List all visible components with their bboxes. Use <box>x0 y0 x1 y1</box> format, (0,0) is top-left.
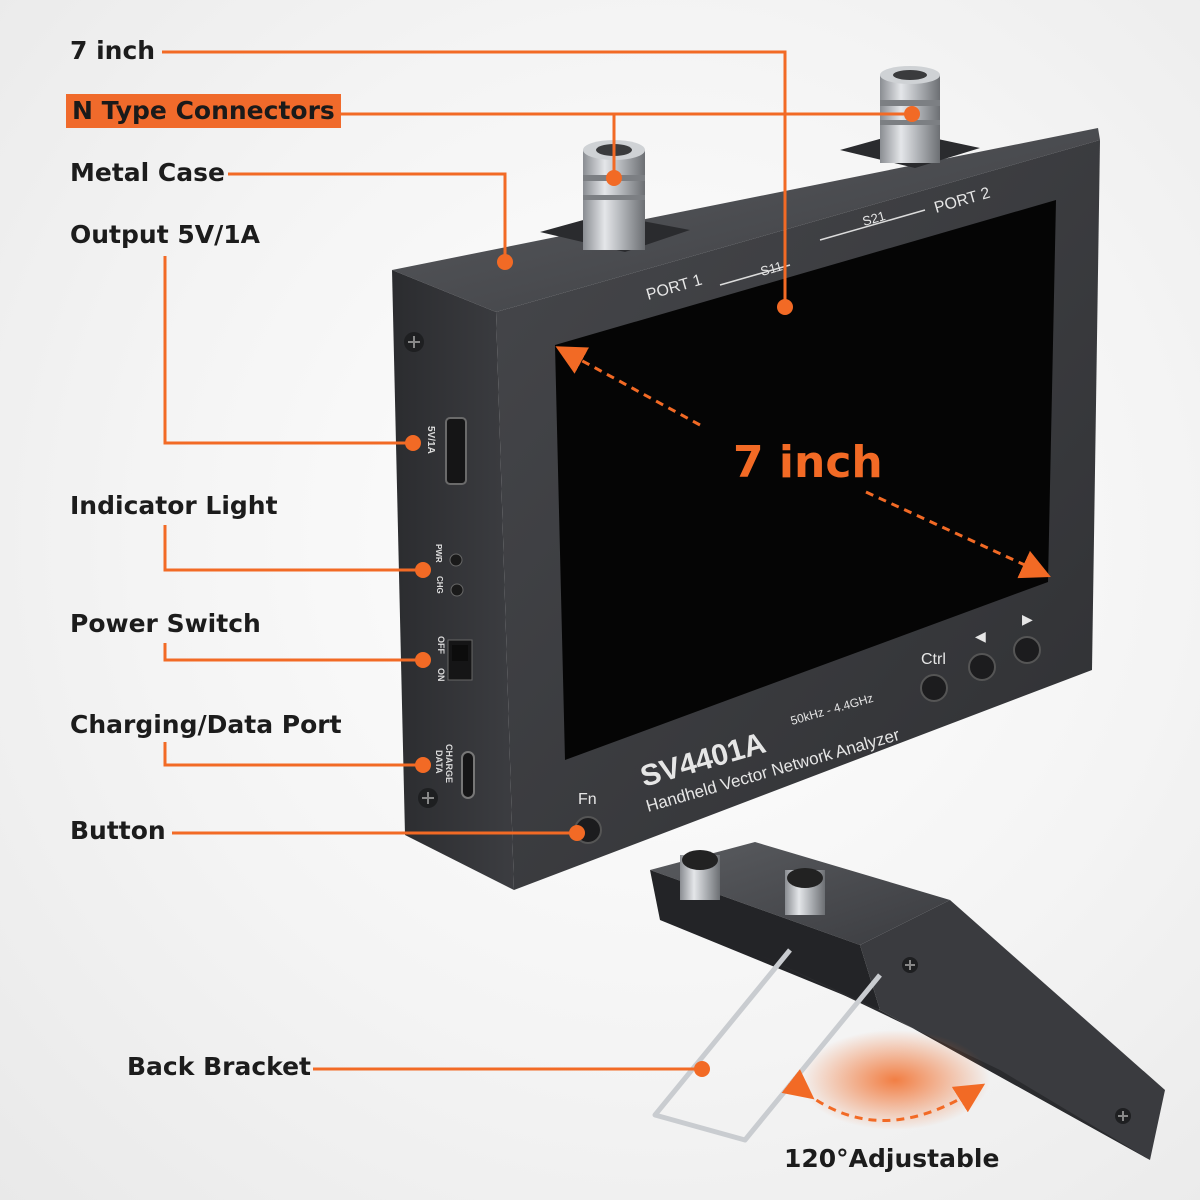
rear-screw-2 <box>1115 1108 1131 1124</box>
rear-side-face <box>650 870 880 1010</box>
s11-arrow <box>719 264 791 286</box>
rear-back-face <box>860 900 1165 1160</box>
fn-label: Fn <box>578 791 597 808</box>
line-metal-case <box>228 172 507 260</box>
callout-indicator-light: Indicator Light <box>70 491 278 520</box>
screen-size-text: 7 inch <box>733 437 883 488</box>
dot-indicator <box>415 562 431 578</box>
callout-charging-port: Charging/Data Port <box>70 710 342 739</box>
adjust-angle-arrow <box>781 1069 986 1122</box>
device-top-face <box>392 128 1100 312</box>
angle-glow <box>800 1030 990 1130</box>
off-side-label: OFF <box>436 636 446 654</box>
device-screen <box>555 200 1056 760</box>
ctrl-button[interactable] <box>920 674 948 702</box>
line-indicator <box>163 525 423 572</box>
diagonal-arrow-upper <box>555 346 701 427</box>
callout-n-type-connectors: N Type Connectors <box>66 94 341 128</box>
pwr-led <box>449 553 463 567</box>
screw-top <box>404 332 424 352</box>
charge-side-label: CHARGE <box>444 744 454 783</box>
left-label: ◀ <box>975 628 986 644</box>
callout-power-switch: Power Switch <box>70 609 261 638</box>
dot-n-type-port1 <box>606 170 622 186</box>
rear-screw-1 <box>902 957 918 973</box>
dot-bracket <box>694 1061 710 1077</box>
dot-charging <box>415 757 431 773</box>
dot-7-inch <box>777 299 793 315</box>
left-button[interactable] <box>968 653 996 681</box>
rear-connector-1 <box>680 850 720 900</box>
device-rear-view <box>650 842 1165 1160</box>
ctrl-label: Ctrl <box>921 651 946 668</box>
on-side-label: ON <box>436 668 446 682</box>
callout-7-inch: 7 inch <box>70 36 156 65</box>
rear-connector-2 <box>785 868 825 915</box>
device-side-face <box>392 270 514 890</box>
s21-label: S21 <box>861 208 887 229</box>
dot-n-type-port2 <box>904 106 920 122</box>
device-main: PORT 1 PORT 2 S11 S21 7 inch SV4401A Han… <box>392 66 1100 890</box>
callout-lines <box>162 50 912 1071</box>
s21-arrow <box>819 209 926 241</box>
line-charging <box>163 742 423 767</box>
callout-back-bracket: Back Bracket <box>127 1052 312 1081</box>
dot-power-switch <box>415 652 431 668</box>
back-bracket-wire[interactable] <box>652 948 882 1143</box>
callout-metal-case: Metal Case <box>70 158 225 187</box>
usb-port[interactable] <box>445 417 467 485</box>
line-power-switch <box>163 643 423 662</box>
data-side-label: DATA <box>434 750 444 774</box>
dot-metal-case <box>497 254 513 270</box>
power-switch-knob[interactable] <box>452 645 468 661</box>
line-7-inch <box>162 50 787 305</box>
callout-button: Button <box>70 816 166 845</box>
dot-button <box>569 825 585 841</box>
pwr-side-label: PWR <box>434 544 443 563</box>
line-output <box>163 256 413 445</box>
callout-120-adjustable: 120°Adjustable <box>784 1144 1000 1173</box>
dot-output <box>405 435 421 451</box>
charge-data-port[interactable] <box>461 751 475 799</box>
chg-side-label: CHG <box>435 576 444 594</box>
chg-led <box>450 583 464 597</box>
diagonal-arrow-lower <box>865 490 1051 579</box>
callout-dots <box>405 106 920 1077</box>
connector-port2 <box>840 66 980 168</box>
s11-label: S11 <box>759 258 784 279</box>
screw-bottom <box>418 788 438 808</box>
usb-side-label: 5V/1A <box>425 426 436 454</box>
right-label: ▶ <box>1022 611 1033 627</box>
callout-output: Output 5V/1A <box>70 220 260 249</box>
right-button[interactable] <box>1013 636 1041 664</box>
